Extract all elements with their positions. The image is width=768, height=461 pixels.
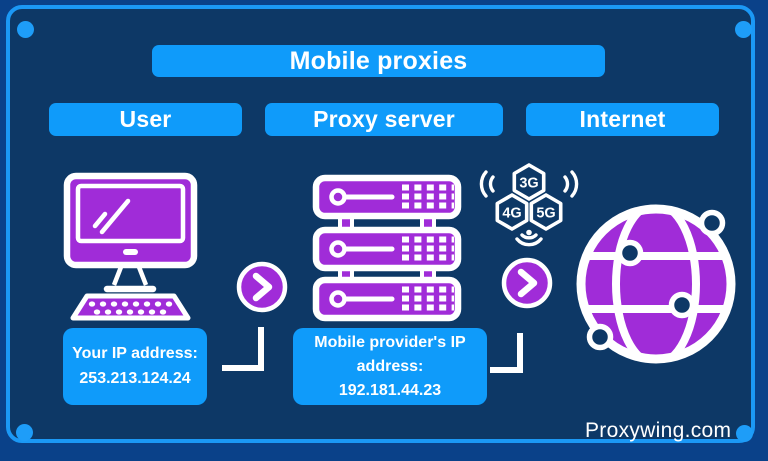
title-banner: Mobile proxies xyxy=(152,45,605,77)
flow-arrow-icon xyxy=(236,261,288,313)
computer-workstation-icon xyxy=(63,172,198,321)
signal-waves-icon xyxy=(479,170,579,247)
column-label-user: User xyxy=(49,103,242,136)
cellular-network-icon: 3G 4G 5G xyxy=(479,163,579,247)
diagram-title: Mobile proxies xyxy=(289,46,468,75)
badge-3g: 3G xyxy=(519,176,538,192)
connector-elbow xyxy=(490,333,523,373)
brand-watermark: Proxywing.com xyxy=(585,419,732,442)
network-node-dots xyxy=(586,209,726,351)
proxy-ip-callout: Mobile provider's IP address: 192.181.44… xyxy=(293,328,487,405)
badge-5g: 5G xyxy=(536,206,555,222)
corner-screw-dot xyxy=(735,21,752,38)
corner-screw-dot xyxy=(736,425,753,442)
globe-network-icon xyxy=(576,204,736,364)
server-rack-icon xyxy=(312,172,462,322)
flow-arrow-icon xyxy=(501,257,553,309)
corner-screw-dot xyxy=(16,424,33,441)
connector-elbow xyxy=(222,327,264,371)
corner-screw-dot xyxy=(17,21,34,38)
user-ip-callout: Your IP address: 253.213.124.24 xyxy=(63,328,207,405)
badge-4g: 4G xyxy=(502,206,521,222)
column-label-proxy-server: Proxy server xyxy=(265,103,503,136)
column-label-internet: Internet xyxy=(526,103,719,136)
